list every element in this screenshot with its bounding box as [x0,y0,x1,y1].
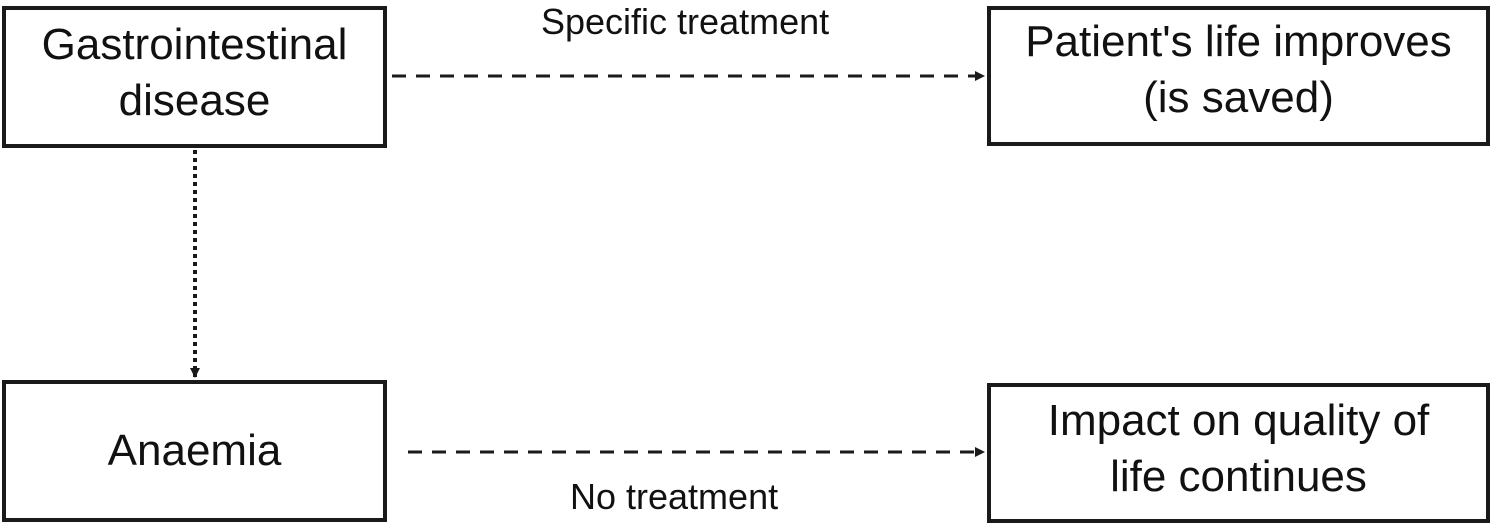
life-improves-label: Patient's life improves (is saved) [1025,17,1452,122]
gastrointestinal-disease-node: Gastrointestinal disease [2,6,387,148]
quality-of-life-label: Impact on quality of life continues [1047,396,1430,501]
specific-treatment-label: Specific treatment [541,1,830,42]
no-treatment-label: No treatment [570,476,779,517]
gastrointestinal-disease-label: Gastrointestinal disease [41,20,348,125]
anaemia-node: Anaemia [2,380,387,522]
life-improves-node: Patient's life improves (is saved) [987,6,1490,146]
anaemia-label: Anaemia [107,426,282,475]
quality-of-life-node: Impact on quality of life continues [987,383,1490,523]
